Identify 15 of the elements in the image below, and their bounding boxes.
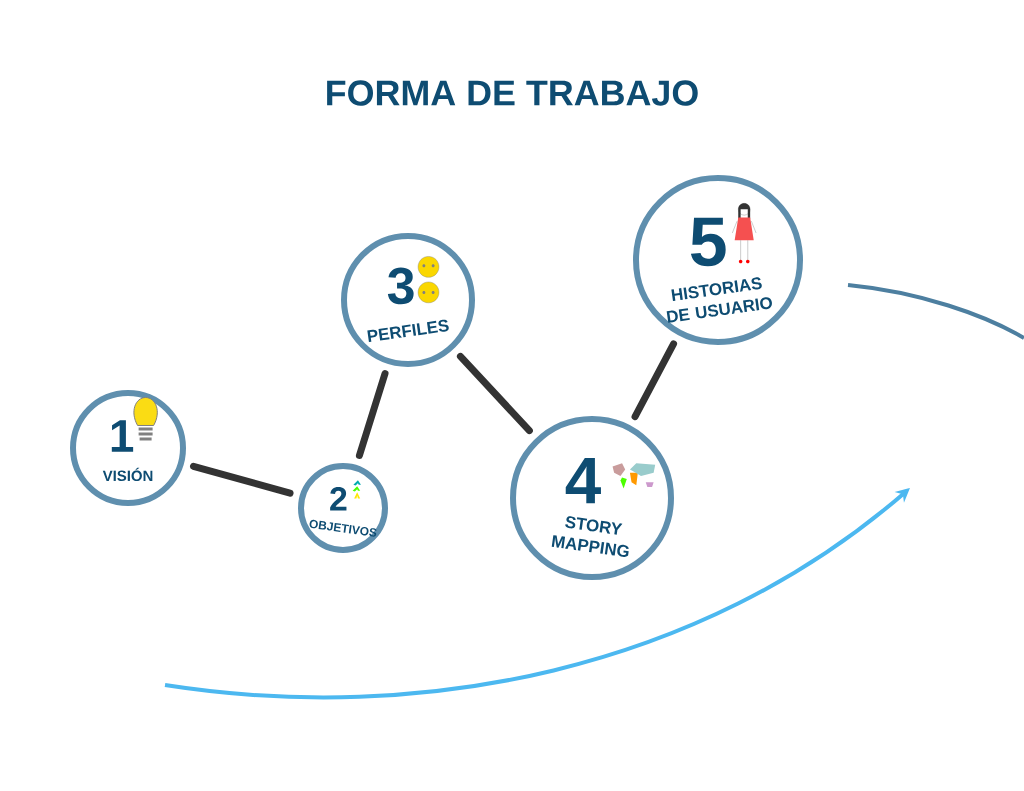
connector-line	[190, 462, 294, 497]
step-label: HISTORIAS DE USUARIO	[666, 277, 772, 323]
step-number: 4	[565, 458, 601, 504]
connector-line	[355, 370, 389, 459]
step-number: 3	[387, 267, 414, 305]
step-label: OBJETIVOS	[309, 519, 377, 537]
step-number: 1	[111, 420, 134, 452]
step-label: PERFILES	[367, 319, 449, 343]
title: FORMA DE TRABAJO	[327, 80, 698, 106]
step-label: STORY MAPPING	[551, 516, 629, 557]
connector-line	[631, 340, 678, 421]
step-number: 2	[330, 486, 347, 511]
connector-line	[456, 352, 533, 435]
step-label: VISIÓN	[102, 467, 153, 482]
step-number: 5	[690, 217, 726, 267]
